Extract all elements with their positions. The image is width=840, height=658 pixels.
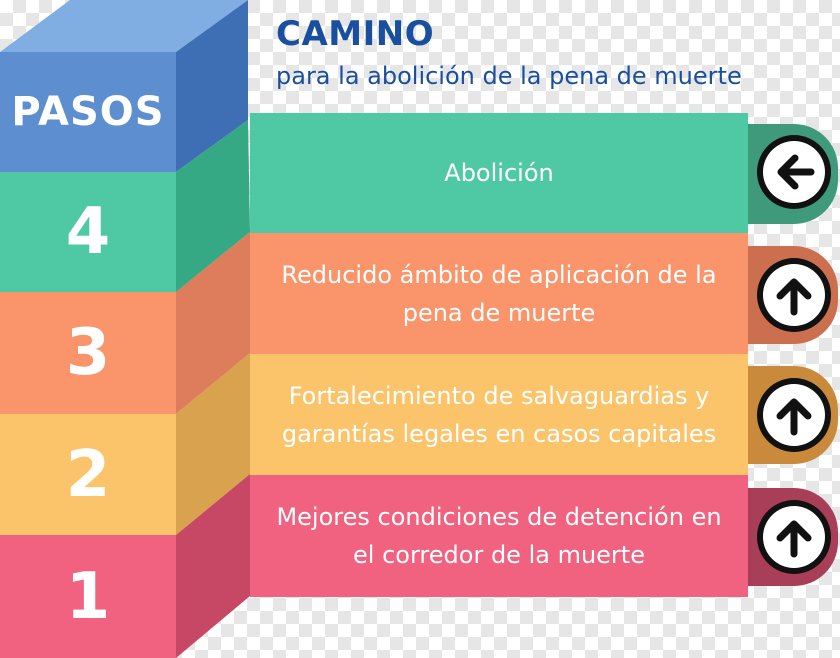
step-4-block: 4	[0, 172, 176, 292]
step-4-text: Abolición	[444, 159, 554, 187]
step-number-4: 4	[65, 195, 111, 269]
step-4-band: Abolición	[250, 113, 748, 233]
up-arrow-icon	[757, 500, 831, 574]
step-3-text: Reducido ámbito de aplicación de la pena…	[281, 260, 717, 327]
pasos-side-face	[176, 0, 248, 172]
up-arrow-icon	[757, 378, 831, 452]
step2-side-face	[176, 353, 250, 535]
step-1-text: Mejores condiciones de detención en el c…	[276, 503, 722, 569]
step-1-band: Mejores condiciones de detención en el c…	[250, 475, 748, 597]
step-number-2: 2	[65, 437, 111, 512]
step-3-band: Reducido ámbito de aplicación de la pena…	[250, 233, 748, 354]
step-2-band: Fortalecimiento de salvaguardias y garan…	[250, 354, 748, 475]
step-2-block: 2	[0, 414, 176, 535]
step-number-1: 1	[65, 559, 111, 634]
step4-side-face	[176, 120, 250, 292]
page-title: CAMINO	[276, 14, 435, 54]
pasos-label: PASOS	[11, 89, 165, 135]
step-number-3: 3	[65, 316, 111, 390]
pasos-block: PASOS	[0, 52, 176, 172]
left-arrow-icon	[757, 135, 831, 209]
step-1-block: 1	[0, 535, 176, 658]
step-3-block: 3	[0, 292, 176, 414]
page-subtitle: para la abolición de la pena de muerte	[276, 62, 742, 90]
up-arrow-icon	[757, 258, 831, 332]
step1-side-face	[176, 474, 250, 658]
step-2-text: Fortalecimiento de salvaguardias y garan…	[281, 381, 717, 448]
step3-side-face	[176, 232, 250, 414]
pasos-top-face	[0, 0, 248, 52]
